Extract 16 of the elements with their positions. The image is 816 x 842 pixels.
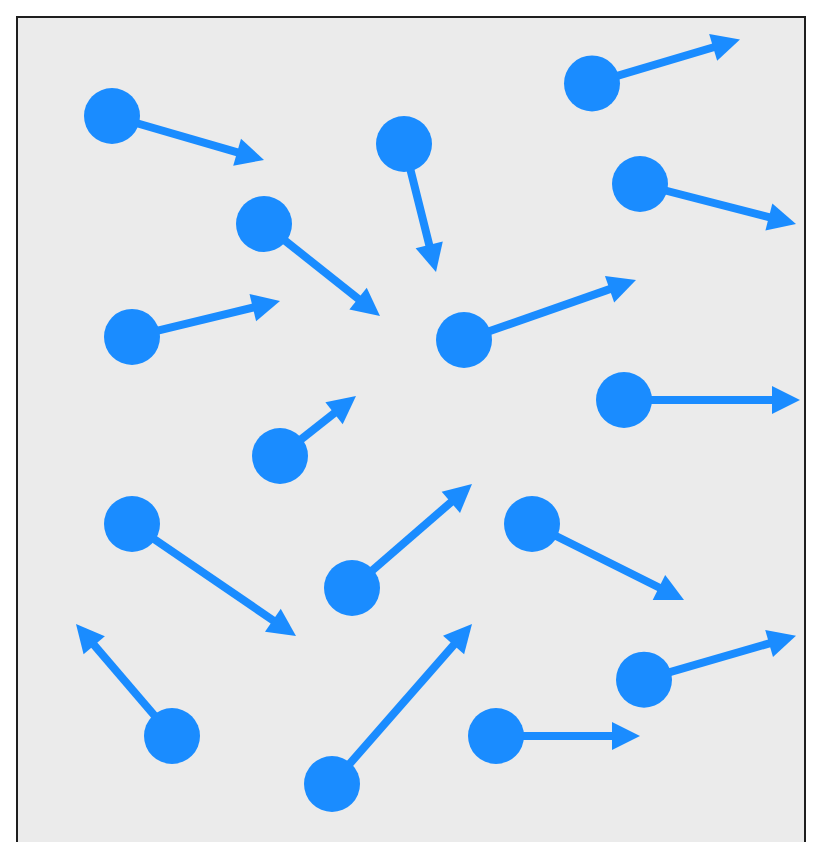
particle-drawing [596,372,800,428]
particle-drawing [252,396,356,484]
particle-drawing [104,293,280,364]
particle-drawing [236,196,380,316]
particle-drawing [376,116,443,272]
particle-drawing [564,34,740,112]
particle-drawing [612,156,796,231]
particle-drawing [104,496,296,636]
particle-drawing [84,88,264,166]
particle-drawing [76,624,200,764]
particle-drawing [304,624,472,812]
particle-drawing [436,276,636,368]
particle-drawing [616,630,796,708]
particle-drawing [324,484,472,616]
particle-drawing [504,496,684,600]
particle-drawing [468,708,640,764]
